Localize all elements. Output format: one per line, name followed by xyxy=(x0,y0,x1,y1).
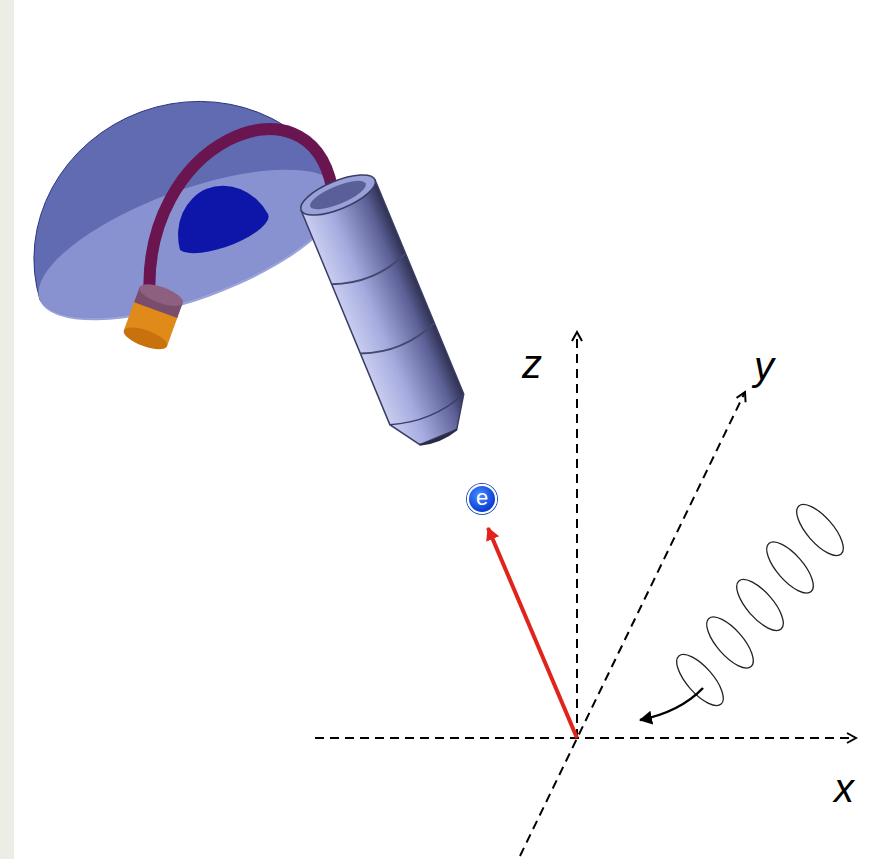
electron-circle: e xyxy=(467,484,497,514)
axis-label: z xyxy=(522,344,542,384)
lens-tube xyxy=(296,167,477,455)
helix-loop xyxy=(759,535,821,600)
axis-label: x xyxy=(834,768,854,808)
light-helix xyxy=(669,497,851,712)
momentum-arrow xyxy=(488,528,577,738)
particle-label: e xyxy=(476,487,488,509)
helix-loop xyxy=(789,497,851,562)
helix-loop xyxy=(699,610,761,675)
axis-label: y xyxy=(754,346,774,386)
helix-loop xyxy=(729,572,791,637)
polarization-arrow xyxy=(640,688,703,720)
detector xyxy=(121,280,185,354)
helix-loop xyxy=(669,647,731,712)
axes xyxy=(315,332,856,856)
